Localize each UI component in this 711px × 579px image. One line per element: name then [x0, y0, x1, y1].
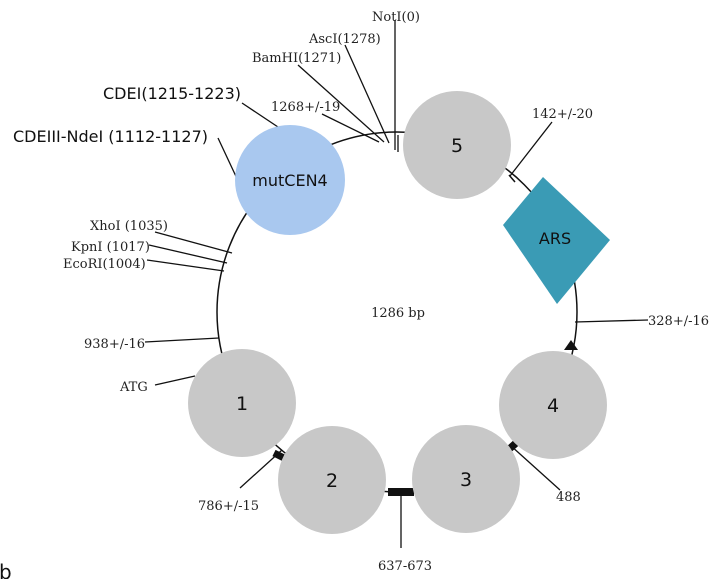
mutcen4-element	[235, 125, 345, 235]
pos-328-label: 328+/-16	[648, 314, 709, 329]
corner-mark: b	[0, 560, 12, 579]
asci-label: AscI(1278)	[308, 32, 381, 47]
nucleosome-4-label: 4	[547, 395, 559, 417]
nucleosome-5	[403, 91, 511, 199]
bamhi-label: BamHI(1271)	[252, 51, 341, 66]
pos-786-label: 786+/-15	[198, 499, 259, 514]
ecori-leader	[146, 259, 225, 272]
xhoi-leader	[154, 231, 233, 254]
kpni-label: KpnI (1017)	[71, 240, 150, 255]
pos-488-leader	[509, 444, 561, 491]
nucleosome-2	[278, 426, 386, 534]
xhoi-label: XhoI (1035)	[90, 219, 168, 234]
mutcen4-label: mutCEN4	[252, 171, 327, 190]
pos-488-label: 488	[556, 490, 581, 505]
nucleosome-4	[499, 351, 607, 459]
nucleosome-1-label: 1	[236, 393, 248, 415]
pos-637-label: 637-673	[378, 559, 432, 574]
noti-label: NotI(0)	[372, 10, 420, 25]
atg-leader	[154, 375, 196, 386]
ars-element	[503, 177, 610, 304]
plasmid-size-label: 1286 bp	[371, 306, 425, 321]
nucleosome-2-label: 2	[326, 470, 338, 492]
asci-leader	[344, 44, 390, 144]
pos-328-leader	[574, 319, 649, 323]
pos-786-leader	[239, 449, 283, 489]
nucleosome-5-label: 5	[451, 135, 463, 157]
nucleosome-1	[188, 349, 296, 457]
pos-938-label: 938+/-16	[84, 337, 145, 352]
cdeiii-label: CDEIII-NdeI (1112-1127)	[13, 127, 208, 146]
pos-142-leader	[509, 121, 553, 177]
atg-label: ATG	[119, 380, 148, 395]
cdei-leader	[241, 102, 279, 128]
kpni-leader	[148, 244, 228, 264]
pos-142-label: 142+/-20	[532, 107, 593, 122]
arrow-marker	[564, 340, 578, 350]
nucleosome-3-label: 3	[460, 469, 472, 491]
pos-938-leader	[144, 337, 220, 343]
ars-label: ARS	[539, 229, 571, 248]
nucleosome-3	[412, 425, 520, 533]
cdei-label: CDEI(1215-1223)	[103, 84, 241, 103]
pos-1268-leader	[321, 113, 380, 143]
ecori-label: EcoRI(1004)	[63, 257, 146, 272]
pos-1268-label: 1268+/-19	[271, 100, 340, 115]
tick-142	[508, 174, 516, 183]
bamhi-leader	[297, 64, 385, 143]
